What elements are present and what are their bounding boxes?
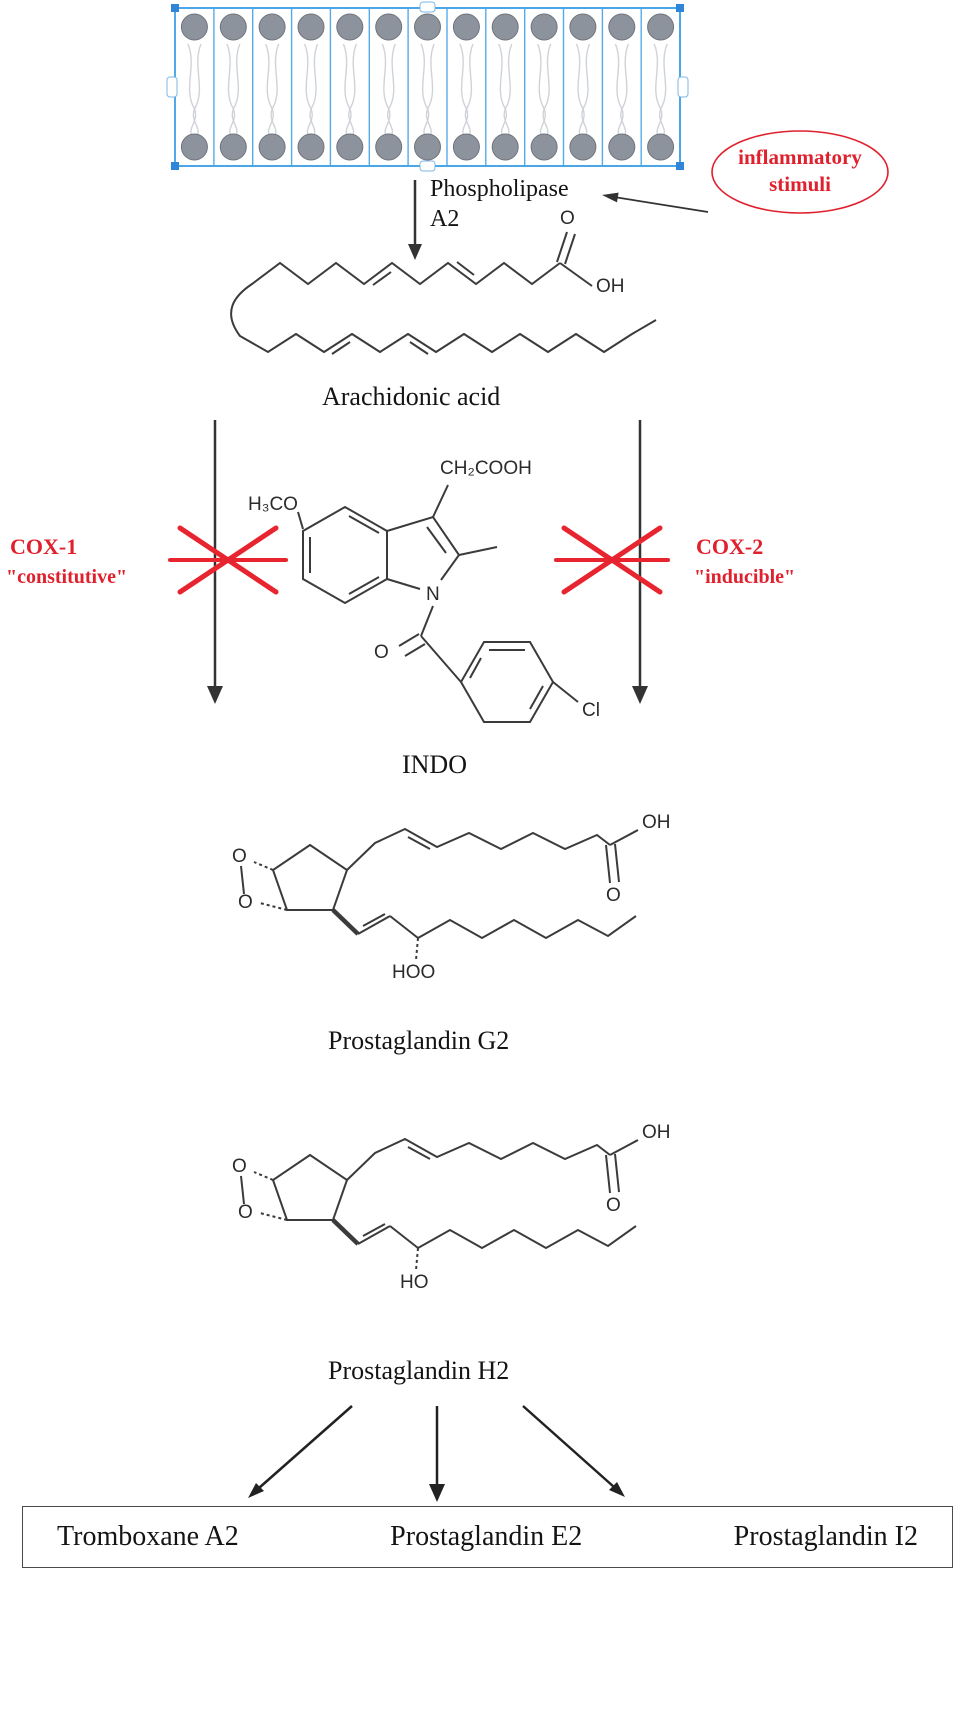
pgh2-endoperoxide-o1-label: O xyxy=(232,1156,247,1177)
inflammatory-stimuli-label: inflammatory stimuli xyxy=(714,144,886,198)
cox2-arrow xyxy=(632,420,648,704)
pgg2-carbonyl-label: O xyxy=(606,885,621,906)
inflammatory-oval xyxy=(711,130,889,214)
product-prostaglandin-i2: Prostaglandin I2 xyxy=(733,1521,918,1552)
product-prostaglandin-e2: Prostaglandin E2 xyxy=(390,1521,583,1552)
cox1-arrow xyxy=(207,420,223,704)
arachidonic-acid-label: Arachidonic acid xyxy=(322,382,501,411)
pgh2-hydroxyl-label: OH xyxy=(642,1122,671,1143)
indo-carbonyl-label: O xyxy=(374,642,389,663)
cox1-sublabel: "constitutive" xyxy=(6,566,128,588)
indo-methoxy-label: H₃CO xyxy=(248,494,298,515)
stimuli-line2: stimuli xyxy=(769,172,831,196)
stimuli-line1: inflammatory xyxy=(738,145,862,169)
prostaglandin-g2-structure xyxy=(241,829,638,960)
aa-oxygen-label: O xyxy=(560,208,575,229)
pgh2-endoperoxide-o2-label: O xyxy=(238,1202,253,1223)
product-tromboxane-a2: Tromboxane A2 xyxy=(57,1521,239,1552)
indo-chlorine-label: Cl xyxy=(582,700,600,721)
pgg2-endoperoxide-o1-label: O xyxy=(232,846,247,867)
pgh2-hydroxy-label: HO xyxy=(400,1272,429,1293)
cox2-label: COX-2 xyxy=(696,534,764,559)
pgh2-carbonyl-label: O xyxy=(606,1195,621,1216)
selection-handles xyxy=(166,1,689,172)
prostaglandin-h2-structure xyxy=(241,1139,638,1270)
pgg2-endoperoxide-o2-label: O xyxy=(238,892,253,913)
indo-acetic-label: CH₂COOH xyxy=(440,458,532,479)
phospholipase-label-line2: A2 xyxy=(430,206,460,232)
inflammatory-arrow xyxy=(602,192,709,213)
aa-hydroxyl-label: OH xyxy=(596,276,625,297)
cox2-sublabel: "inducible" xyxy=(694,566,796,588)
phospholipase-arrow xyxy=(408,180,422,260)
branch-arrows xyxy=(248,1405,625,1502)
arachidonic-acid-structure xyxy=(230,231,657,355)
indomethacin-structure xyxy=(297,484,579,723)
cox1-block-x xyxy=(168,525,288,595)
pgg2-hydroperoxide-label: HOO xyxy=(392,962,436,983)
prostaglandin-h2-label: Prostaglandin H2 xyxy=(328,1356,510,1385)
phospholipase-label-line1: Phospholipase xyxy=(430,176,569,202)
cox2-block-x xyxy=(554,525,670,595)
indo-label: INDO xyxy=(402,750,467,779)
cox1-label: COX-1 xyxy=(10,534,78,559)
prostaglandin-g2-label: Prostaglandin G2 xyxy=(328,1026,510,1055)
cell-membrane-graphic xyxy=(166,1,689,172)
indo-nitrogen-label: N xyxy=(426,584,440,605)
products-box: Tromboxane A2 Prostaglandin E2 Prostagla… xyxy=(22,1506,953,1568)
pgg2-hydroxyl-label: OH xyxy=(642,812,671,833)
